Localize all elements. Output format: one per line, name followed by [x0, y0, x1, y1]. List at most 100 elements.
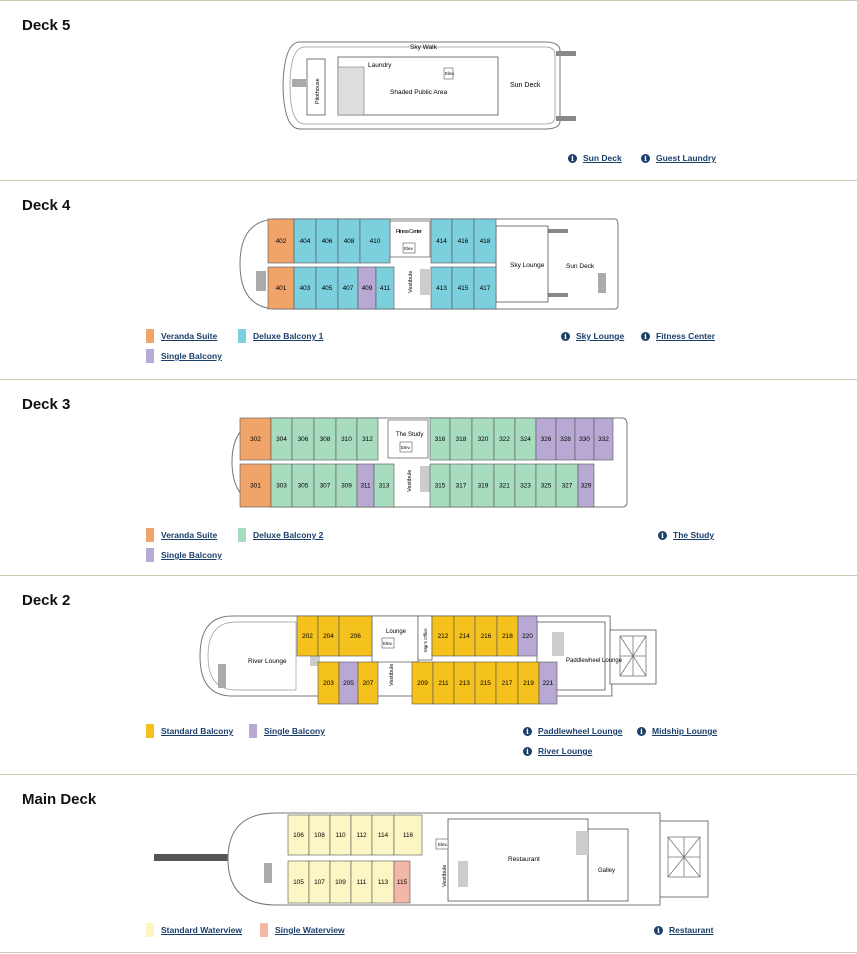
- cabin-number: 207: [363, 680, 374, 687]
- cabin-number: 409: [362, 285, 373, 292]
- legend-deluxe-balcony-1[interactable]: Deluxe Balcony 1: [238, 329, 323, 343]
- cabin-301[interactable]: [239, 463, 272, 508]
- cabin-number: 115: [397, 879, 408, 886]
- deck-2-title: Deck 2: [22, 592, 71, 609]
- cabin-number: 413: [436, 285, 447, 292]
- vestibule-label: Vestibule: [407, 470, 413, 492]
- legend-deluxe-balcony-2[interactable]: Deluxe Balcony 2: [238, 528, 323, 542]
- cabin-number: 111: [357, 879, 367, 886]
- legend-single-balcony[interactable]: Single Balcony: [146, 349, 222, 363]
- sky-lounge-label: Sky Lounge: [510, 262, 545, 269]
- legend-single-balcony[interactable]: Single Balcony: [146, 548, 222, 562]
- cabin-number: 221: [543, 680, 554, 687]
- legend-single-balcony[interactable]: Single Balcony: [249, 724, 325, 738]
- vestibule-label: Vestibule: [408, 271, 414, 293]
- fitness-center-label: Fitness Center: [396, 229, 422, 235]
- cabin-number: 411: [380, 285, 391, 292]
- legend-veranda-suite[interactable]: Veranda Suite: [146, 329, 217, 343]
- cabin-number: 332: [598, 436, 609, 443]
- info-icon: i: [654, 925, 663, 935]
- cabin-number: 206: [350, 633, 361, 640]
- managers-office-label: Mgr's Office: [423, 628, 428, 652]
- cabin-number: 316: [435, 436, 446, 443]
- deck-5-section: Sky Walk Laundry Elev. Shaded Public Are…: [0, 0, 857, 180]
- cabin-number: 406: [322, 238, 333, 245]
- cabin-number: 317: [456, 483, 467, 490]
- cabin-number: 308: [320, 436, 331, 443]
- legend-veranda-suite[interactable]: Veranda Suite: [146, 528, 217, 542]
- cabin-206[interactable]: [338, 615, 373, 657]
- sun-deck-label: Sun Deck: [566, 263, 595, 270]
- cabin-312[interactable]: [356, 417, 379, 461]
- cabin-number: 106: [293, 832, 304, 839]
- cabin-number: 418: [480, 238, 491, 245]
- cabin-329[interactable]: [577, 463, 595, 508]
- cabin-221[interactable]: [538, 661, 558, 705]
- cabin-207[interactable]: [357, 661, 379, 705]
- cabin-number: 323: [520, 483, 531, 490]
- cabin-313[interactable]: [373, 463, 395, 508]
- cabin-number: 214: [459, 633, 470, 640]
- info-icon: i: [637, 726, 646, 736]
- cabin-302[interactable]: [239, 417, 272, 461]
- cabin-332[interactable]: [593, 417, 614, 461]
- cabin-number: 203: [323, 680, 334, 687]
- elevator-label: Elev.: [401, 445, 411, 450]
- cabin-number: 405: [322, 285, 333, 292]
- cabin-number: 205: [343, 680, 354, 687]
- cabin-220[interactable]: [517, 615, 538, 657]
- cabin-116[interactable]: [393, 814, 423, 856]
- cabin-number: 301: [250, 483, 261, 490]
- skywalk-label: Sky Walk: [410, 44, 438, 51]
- cabin-number: 116: [403, 832, 414, 839]
- cabin-410[interactable]: [359, 218, 391, 264]
- cabin-417[interactable]: [473, 266, 497, 310]
- cabin-number: 113: [378, 879, 389, 886]
- legend-single-waterview[interactable]: Single Waterview: [260, 923, 345, 937]
- legend-standard-waterview[interactable]: Standard Waterview: [146, 923, 242, 937]
- cabin-number: 319: [478, 483, 489, 490]
- cabin-411[interactable]: [375, 266, 395, 310]
- lounge-label: Lounge: [386, 629, 407, 635]
- cabin-115[interactable]: [393, 860, 411, 904]
- elevator-label: Elev.: [445, 71, 455, 76]
- legend-standard-balcony[interactable]: Standard Balcony: [146, 724, 233, 738]
- elevator-label: Elev.: [404, 246, 414, 251]
- cabin-number: 417: [480, 285, 491, 292]
- cabin-number: 311: [360, 483, 371, 490]
- paddlewheel-lounge-label: Paddlewheel Lounge: [566, 658, 623, 664]
- laundry-label: Laundry: [368, 62, 392, 69]
- info-icon: i: [523, 726, 532, 736]
- cabin-number: 213: [459, 680, 470, 687]
- cabin-number: 306: [298, 436, 309, 443]
- cabin-number: 404: [300, 238, 311, 245]
- pilothouse-label: Pilothouse: [315, 78, 321, 104]
- cabin-number: 402: [276, 238, 287, 245]
- info-icon: i: [641, 331, 650, 341]
- vestibule-label: Vestibule: [442, 865, 448, 887]
- cabin-number: 414: [436, 238, 447, 245]
- cabin-number: 112: [356, 832, 367, 839]
- the-study-label: The Study: [396, 432, 423, 438]
- cabin-number: 318: [456, 436, 467, 443]
- cabin-number: 410: [370, 238, 381, 245]
- cabin-number: 216: [481, 633, 492, 640]
- cabin-number: 217: [502, 680, 513, 687]
- cabin-418[interactable]: [473, 218, 497, 264]
- cabin-number: 312: [362, 436, 373, 443]
- cabin-number: 327: [562, 483, 573, 490]
- shaded-area-label: Shaded Public Area: [390, 89, 447, 96]
